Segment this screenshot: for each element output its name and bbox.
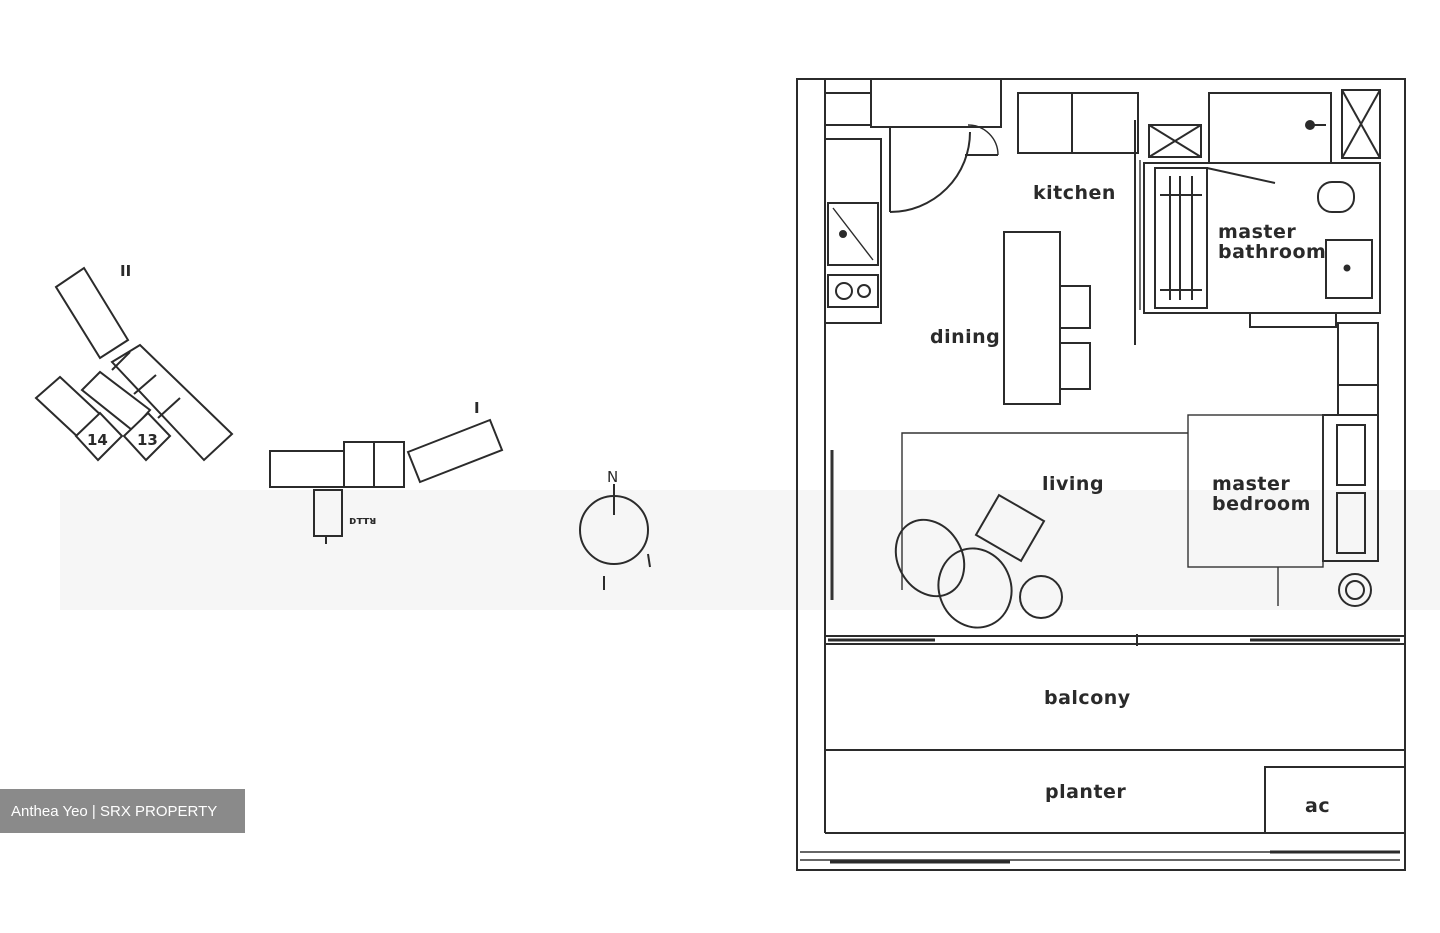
label-dining: dining xyxy=(930,326,1000,348)
label-living: living xyxy=(1042,473,1104,495)
wardrobe xyxy=(1322,322,1379,607)
facility-label: ᴅᴛᴛᴚ xyxy=(349,514,376,527)
block-ii-outline xyxy=(34,266,234,462)
label-master-bathroom-1: master xyxy=(1218,221,1296,243)
label-ac: ac xyxy=(1305,795,1330,817)
outer-wall xyxy=(796,78,1406,871)
balcony-sliding-door xyxy=(825,634,1405,646)
top-cabinets xyxy=(824,78,1381,164)
entrance-door xyxy=(889,124,999,213)
dining-table xyxy=(1003,231,1091,405)
compass: N xyxy=(579,468,651,590)
floor-plan: kitchen dining master bathroom living ma… xyxy=(796,78,1406,871)
label-master-bedroom-2: bedroom xyxy=(1212,493,1311,515)
master-bathroom xyxy=(1143,162,1381,328)
living-partition xyxy=(830,414,1324,606)
site-plan: II 14 13 I ᴅᴛᴛᴚ xyxy=(34,262,504,544)
block-label-13: 13 xyxy=(137,431,158,449)
label-master-bedroom-1: master xyxy=(1212,473,1290,495)
watermark-text: Anthea Yeo | SRX PROPERTY xyxy=(11,802,218,820)
label-planter: planter xyxy=(1045,781,1126,803)
label-kitchen: kitchen xyxy=(1033,182,1116,204)
block-label-14: 14 xyxy=(87,431,108,449)
compass-north-label: N xyxy=(607,468,618,486)
watermark-band xyxy=(60,490,1440,610)
watermark-badge: Anthea Yeo | SRX PROPERTY xyxy=(0,789,245,833)
block-label-ii: II xyxy=(120,262,131,280)
block-label-i: I xyxy=(474,399,480,417)
block-i-outline xyxy=(269,418,504,544)
label-master-bathroom-2: bathroom xyxy=(1218,241,1326,263)
ac-ledge xyxy=(1264,766,1406,834)
living-furniture xyxy=(894,493,1063,629)
kitchen-counter xyxy=(824,138,882,324)
label-balcony: balcony xyxy=(1044,687,1131,709)
